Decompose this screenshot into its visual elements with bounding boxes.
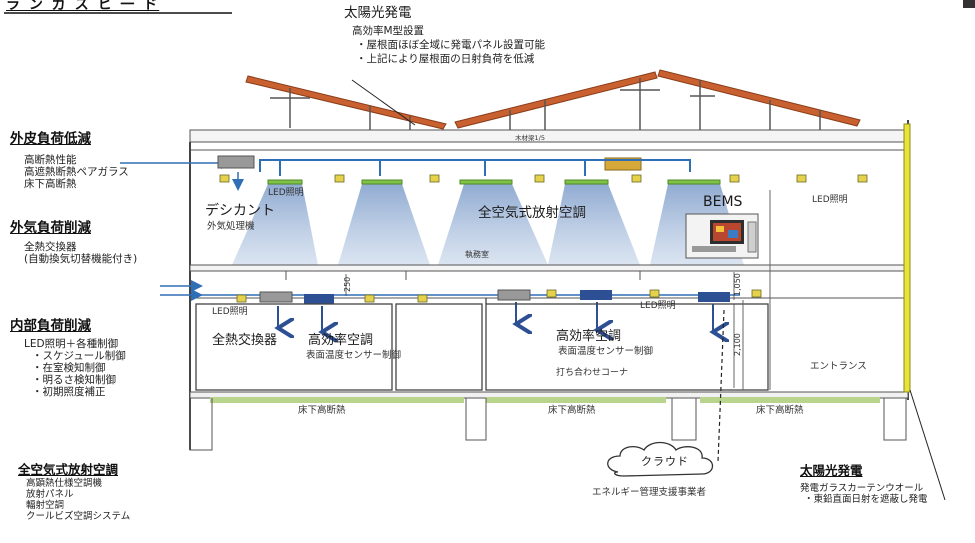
upper-duct	[120, 155, 691, 191]
radiant-item-4: クールビズ空調システム	[26, 511, 131, 523]
internal-item-5: ・初期照度補正	[32, 385, 106, 398]
dim-250: 250	[343, 277, 352, 292]
internal-item-4: ・明るさ検知制御	[32, 373, 116, 386]
upper-led-panels	[267, 179, 721, 185]
internal-heading: 内部負荷削減	[10, 318, 91, 334]
outdoor-air-block: 外気負荷削減 全熱交換器 (自動換気切替機能付き)	[10, 220, 138, 265]
page-title: ラ ン ガ ス ヒ 一 ド	[6, 0, 160, 13]
solar-top-heading: 太陽光発電	[344, 5, 412, 21]
solar-top-line3: ・上記により屋根面の日射負荷を低減	[356, 52, 535, 65]
solar-bottom-line2: ・東鉛直面日射を遮蔽し発電	[804, 494, 928, 506]
radiant-item-3: 輻射空調	[26, 500, 65, 512]
lower-fixtures	[236, 289, 762, 303]
label-high-eff-ac-2-sub: 表面温度センサー制御	[558, 346, 654, 357]
outdoor-air-heading: 外気負荷削減	[10, 220, 91, 236]
upper-fixtures	[219, 174, 868, 183]
roof-supports	[270, 78, 821, 130]
corner-mark	[963, 0, 975, 8]
lower-duct	[160, 280, 740, 304]
label-led-upper: LED照明	[268, 188, 304, 198]
label-led-right: LED照明	[812, 195, 848, 205]
label-led-lower-right: LED照明	[640, 301, 676, 311]
internal-item-1: LED照明＋各種制御	[24, 337, 119, 350]
curtain-wall	[903, 123, 911, 393]
cloud-caption: エネルギー管理支援事業者	[592, 487, 707, 498]
outdoor-air-item-1: 全熱交換器	[24, 240, 77, 253]
radiant-heading: 全空気式放射空調	[18, 462, 119, 477]
label-led-lower-left: LED照明	[212, 307, 248, 317]
outdoor-air-item-2: (自動換気切替機能付き)	[24, 252, 138, 265]
solar-top-line2: ・屋根面ほぼ全域に発電パネル設置可能	[356, 38, 545, 51]
label-desiccant: デシカント	[205, 203, 275, 219]
exterior-block: 外皮負荷低減 高断熱性能 高遮熱断熱ペアガラス 床下高断熱	[10, 131, 129, 190]
ceiling-dim: 木材梁1/5	[515, 133, 545, 142]
exterior-heading: 外皮負荷低減	[10, 131, 91, 147]
radiant-item-2: 放射パネル	[26, 489, 74, 501]
label-bems: BEMS	[703, 194, 743, 210]
label-floor-1: 床下高断熱	[298, 405, 346, 416]
internal-block: 内部負荷削減 LED照明＋各種制御 ・スケジュール制御 ・在室検知制御 ・明るさ…	[10, 318, 126, 398]
label-high-eff-ac-2: 高効率空調	[556, 329, 622, 344]
label-floor-3: 床下高断熱	[756, 405, 804, 416]
label-radiant-ac: 全空気式放射空調	[478, 205, 586, 221]
radiant-item-1: 高顕熱仕様空調機	[26, 478, 103, 490]
bems-computer	[685, 213, 759, 259]
lower-rooms	[195, 298, 769, 391]
solar-bottom-block: 太陽光発電 発電ガラスカーテンウオール ・東鉛直面日射を遮蔽し発電	[800, 463, 928, 506]
exterior-item-3: 床下高断熱	[24, 177, 77, 190]
solar-top-block: 太陽光発電 高効率M型設置 ・屋根面ほぼ全域に発電パネル設置可能 ・上記により屋…	[344, 5, 545, 65]
internal-item-2: ・スケジュール制御	[32, 349, 126, 362]
label-desiccant-sub: 外気処理機	[207, 221, 255, 232]
label-high-eff-ac-1: 高効率空調	[308, 333, 374, 348]
solar-bottom-heading: 太陽光発電	[800, 463, 863, 478]
dim-1050: 1,050	[733, 273, 742, 296]
exterior-item-2: 高遮熱断熱ペアガラス	[24, 165, 129, 178]
label-high-eff-ac-1-sub: 表面温度センサー制御	[306, 350, 402, 361]
cloud-shape	[607, 441, 714, 477]
foundation	[189, 391, 909, 451]
lower-airflow-arrows	[278, 302, 713, 332]
dimension-lines	[345, 272, 735, 388]
label-office: 執務室	[465, 250, 489, 259]
label-meeting: 打ち合わせコーナ	[556, 368, 629, 378]
label-entrance: エントランス	[810, 361, 867, 372]
curtain-wall-leader	[909, 389, 946, 501]
solar-bottom-line1: 発電ガラスカーテンウオール	[800, 483, 924, 495]
roof-solar-panels	[245, 69, 861, 130]
radiant-block: 全空気式放射空調 高顕熱仕様空調機 放射パネル 輻射空調 クールビズ空調システム	[18, 462, 131, 523]
dim-2100: 2,100	[733, 333, 742, 356]
internal-item-3: ・在室検知制御	[32, 361, 106, 374]
solar-leader	[351, 79, 416, 126]
exterior-item-1: 高断熱性能	[24, 153, 77, 166]
solar-top-line1: 高効率M型設置	[352, 24, 425, 37]
label-floor-2: 床下高断熱	[548, 405, 596, 416]
cloud-label: クラウド	[641, 455, 689, 468]
cloud-connection	[717, 309, 725, 463]
label-heat-exchanger: 全熱交換器	[212, 333, 278, 348]
